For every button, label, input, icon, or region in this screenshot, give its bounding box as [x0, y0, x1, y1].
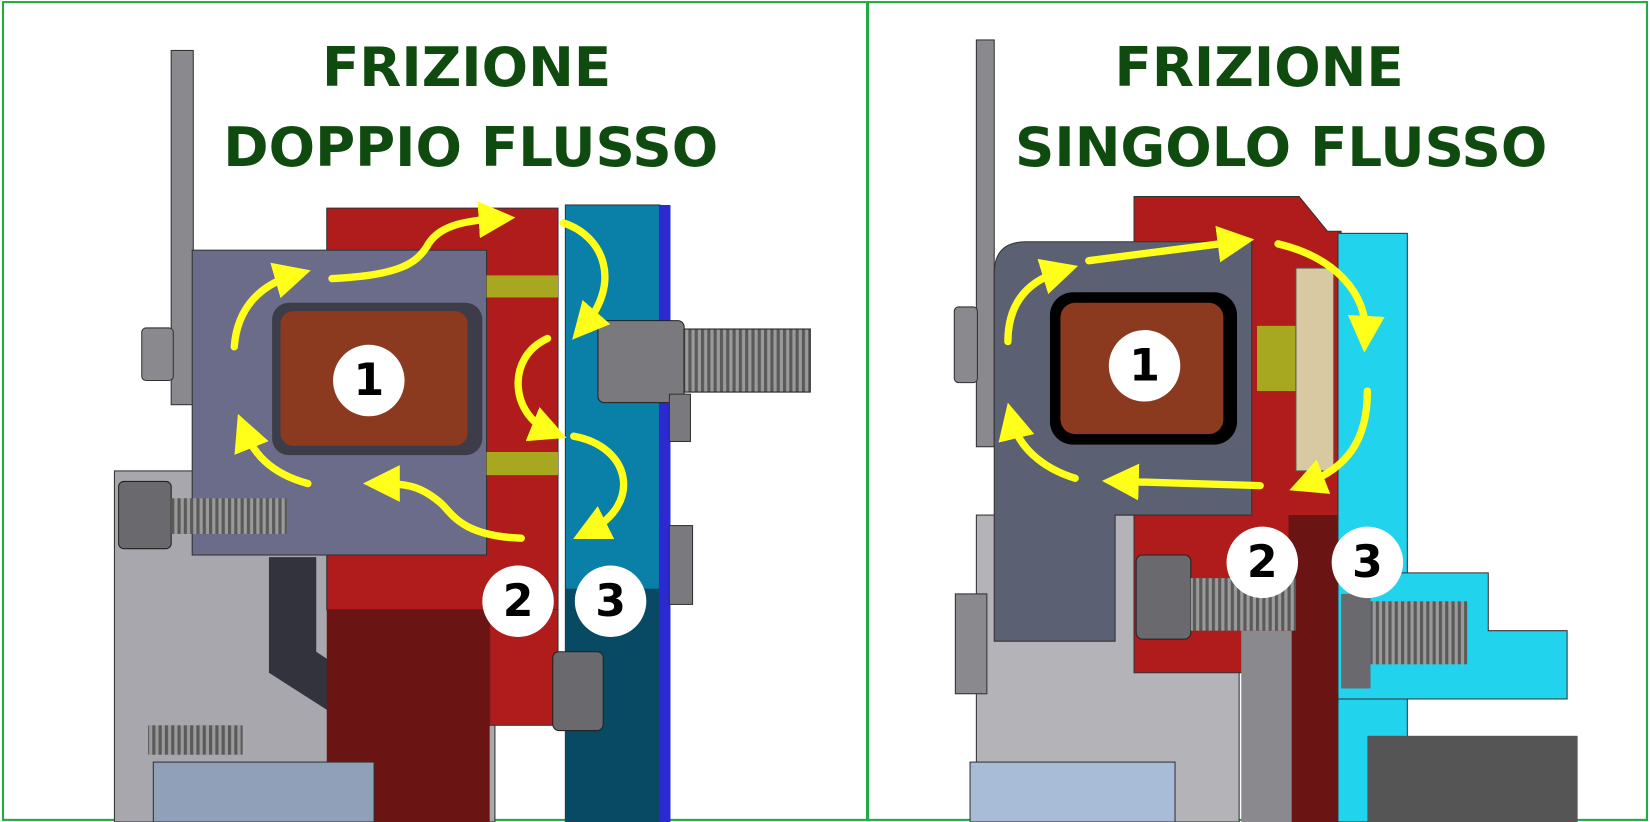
bolt-thread-right	[1370, 601, 1468, 665]
bolt-thread-right	[683, 328, 811, 393]
label-armature: 3	[1352, 537, 1383, 588]
spacer	[1257, 325, 1300, 392]
friction-ring-bottom	[486, 451, 559, 476]
bearing-right	[1367, 735, 1578, 822]
plate-bolt-head	[141, 327, 174, 382]
friction-pad	[1295, 267, 1335, 472]
flux-arrows	[230, 201, 628, 542]
label-badge-2	[1226, 526, 1299, 599]
label-coil: 1	[353, 355, 384, 406]
bearing	[969, 761, 1176, 822]
flux-arrows	[998, 225, 1385, 501]
label-badge-3	[574, 565, 647, 637]
mounting-plate	[170, 49, 194, 406]
title-line2: DOPPIO FLUSSO	[223, 115, 718, 179]
bearing	[152, 761, 375, 822]
bolt-lower	[552, 651, 604, 732]
label-rotor: 2	[503, 576, 534, 627]
nut	[668, 393, 691, 443]
bolt-head-right	[597, 320, 685, 404]
label-coil: 1	[1129, 340, 1160, 391]
title-line2: SINGOLO FLUSSO	[1015, 115, 1547, 179]
label-armature: 3	[595, 576, 626, 627]
label-badge-1	[1108, 330, 1181, 402]
panel-double-flux: FRIZIONE DOPPIO FLUSSO 1 2 3	[1, 1, 869, 822]
title-line1: FRIZIONE	[1115, 35, 1404, 99]
label-badge-2	[482, 565, 554, 637]
label-badge-1	[333, 344, 405, 417]
label-rotor: 2	[1247, 537, 1278, 588]
bolt-head-right	[1341, 593, 1371, 689]
pin	[668, 525, 694, 605]
bolt-head-left	[1135, 554, 1192, 640]
hex-nut	[954, 593, 988, 695]
label-badge-3	[1331, 526, 1404, 599]
shaft	[1241, 630, 1292, 822]
panel-single-flux: FRIZIONE SINGOLO FLUSSO 1 2 3	[867, 1, 1649, 822]
friction-ring-top	[486, 275, 559, 298]
plate-bolt-head	[953, 306, 978, 384]
armature-edge	[658, 204, 671, 822]
mounting-plate	[975, 39, 995, 448]
title-line1: FRIZIONE	[322, 35, 611, 99]
screw-lower	[148, 725, 243, 755]
bolt-thread-left	[171, 498, 287, 534]
bolt-head-left	[118, 480, 172, 550]
